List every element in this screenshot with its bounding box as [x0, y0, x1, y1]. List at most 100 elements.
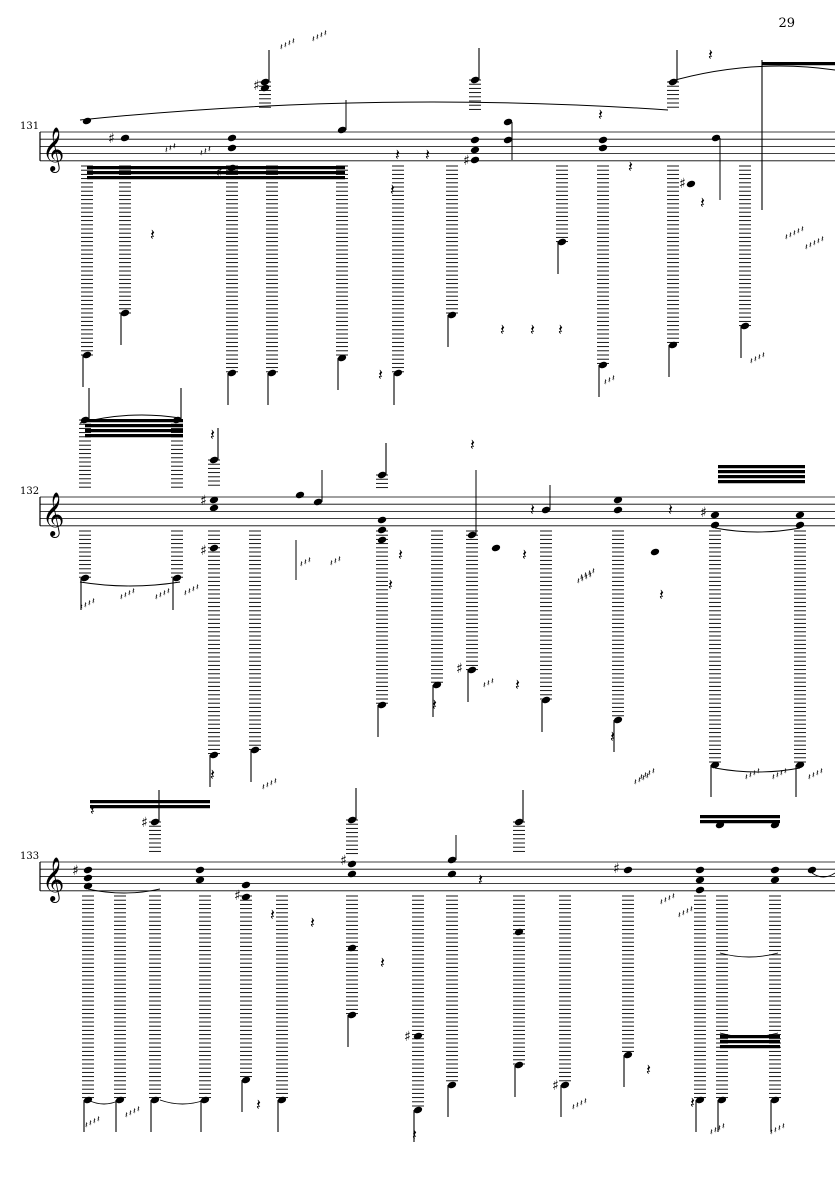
small-rest: 𝄽 [608, 376, 611, 386]
high-chord [470, 76, 480, 84]
notehead [491, 544, 501, 552]
notehead [83, 866, 93, 874]
quarter-rest: 𝄽 [432, 695, 437, 714]
low-note [795, 761, 805, 769]
small-rest: 𝄽 [672, 892, 675, 902]
small-rest: 𝄽 [572, 1103, 575, 1113]
quarter-rest: 𝄽 [90, 800, 95, 819]
small-rest: 𝄽 [137, 1105, 140, 1115]
small-rest: 𝄽 [778, 1124, 781, 1134]
notehead [598, 144, 608, 152]
small-rest: 𝄽 [274, 777, 277, 787]
tie [811, 872, 835, 878]
small-rest: 𝄽 [89, 1119, 92, 1129]
tie [159, 1099, 206, 1105]
small-rest: 𝄽 [124, 591, 127, 601]
small-rest: 𝄽 [167, 587, 170, 597]
small-rest: 𝄽 [758, 353, 761, 363]
quarter-rest: 𝄽 [598, 105, 603, 124]
quarter-rest: 𝄽 [470, 435, 475, 454]
low-note [613, 716, 623, 724]
small-rest: 𝄽 [88, 599, 91, 609]
small-rest: 𝄽 [682, 909, 685, 919]
sharp-sign: ♯ [253, 78, 260, 94]
low-note [740, 322, 750, 330]
quarter-rest: 𝄽 [558, 320, 563, 339]
low-note [770, 1096, 780, 1104]
small-rest: 𝄽 [652, 767, 655, 777]
small-rest: 𝄽 [483, 681, 486, 691]
low-note [267, 369, 277, 377]
tie [79, 581, 181, 587]
small-rest: 𝄽 [634, 778, 637, 788]
small-rest: 𝄽 [801, 225, 804, 235]
small-rest: 𝄽 [330, 559, 333, 569]
small-rest: 𝄽 [820, 767, 823, 777]
sharp-sign: ♯ [552, 1078, 559, 1094]
small-rest: 𝄽 [646, 772, 649, 782]
notehead [795, 511, 805, 519]
measure-number-131: 131 [20, 121, 40, 132]
quarter-rest: 𝄽 [388, 575, 393, 594]
notehead [807, 866, 817, 874]
small-rest: 𝄽 [184, 589, 187, 599]
small-rest: 𝄽 [753, 769, 756, 779]
beam [718, 470, 805, 474]
low-note [377, 701, 387, 709]
notehead [514, 928, 524, 936]
small-rest: 𝄽 [125, 1111, 128, 1121]
low-note [227, 369, 237, 377]
low-note [717, 1096, 727, 1104]
quarter-rest: 𝄽 [646, 1060, 651, 1079]
tie [719, 952, 779, 958]
small-rest: 𝄽 [644, 771, 647, 781]
low-note [560, 1081, 570, 1089]
notehead [623, 866, 633, 874]
notehead [347, 860, 357, 868]
small-rest: 𝄽 [710, 1128, 713, 1138]
small-rest: 𝄽 [660, 898, 663, 908]
quarter-rest: 𝄽 [515, 675, 520, 694]
beam [87, 166, 345, 170]
small-rest: 𝄽 [266, 781, 269, 791]
small-rest: 𝄽 [320, 31, 323, 41]
notehead [710, 521, 720, 529]
notehead [195, 866, 205, 874]
small-rest: 𝄽 [97, 1115, 100, 1125]
small-rest: 𝄽 [284, 41, 287, 51]
small-rest: 𝄽 [640, 773, 643, 783]
quarter-rest: 𝄽 [378, 365, 383, 384]
small-rest: 𝄽 [312, 35, 315, 45]
small-rest: 𝄽 [592, 567, 595, 577]
notehead [377, 536, 387, 544]
small-rest: 𝄽 [821, 235, 824, 245]
low-note [115, 1096, 125, 1104]
low-note [172, 574, 182, 582]
small-rest: 𝄽 [809, 241, 812, 251]
low-note [467, 666, 477, 674]
low-note [447, 311, 457, 319]
high-chord [668, 78, 678, 86]
quarter-rest: 𝄽 [708, 45, 713, 64]
sharp-sign: ♯ [463, 153, 470, 169]
low-note [710, 761, 720, 769]
high-note [150, 818, 160, 826]
small-rest: 𝄽 [188, 587, 191, 597]
notehead [770, 821, 780, 829]
small-rest: 𝄽 [638, 776, 641, 786]
notehead [241, 893, 251, 901]
measure-number-132: 132 [20, 486, 40, 497]
low-note [514, 1061, 524, 1069]
beam [85, 434, 183, 438]
small-rest: 𝄽 [165, 146, 168, 156]
beam [87, 176, 345, 180]
small-rest: 𝄽 [262, 783, 265, 793]
low-note [337, 354, 347, 362]
quarter-rest: 𝄽 [530, 320, 535, 339]
small-rest: 𝄽 [642, 774, 645, 784]
low-note [250, 746, 260, 754]
quarter-rest: 𝄽 [659, 585, 664, 604]
quarter-rest: 𝄽 [256, 1095, 261, 1114]
beam [87, 171, 345, 175]
beam [700, 815, 780, 819]
